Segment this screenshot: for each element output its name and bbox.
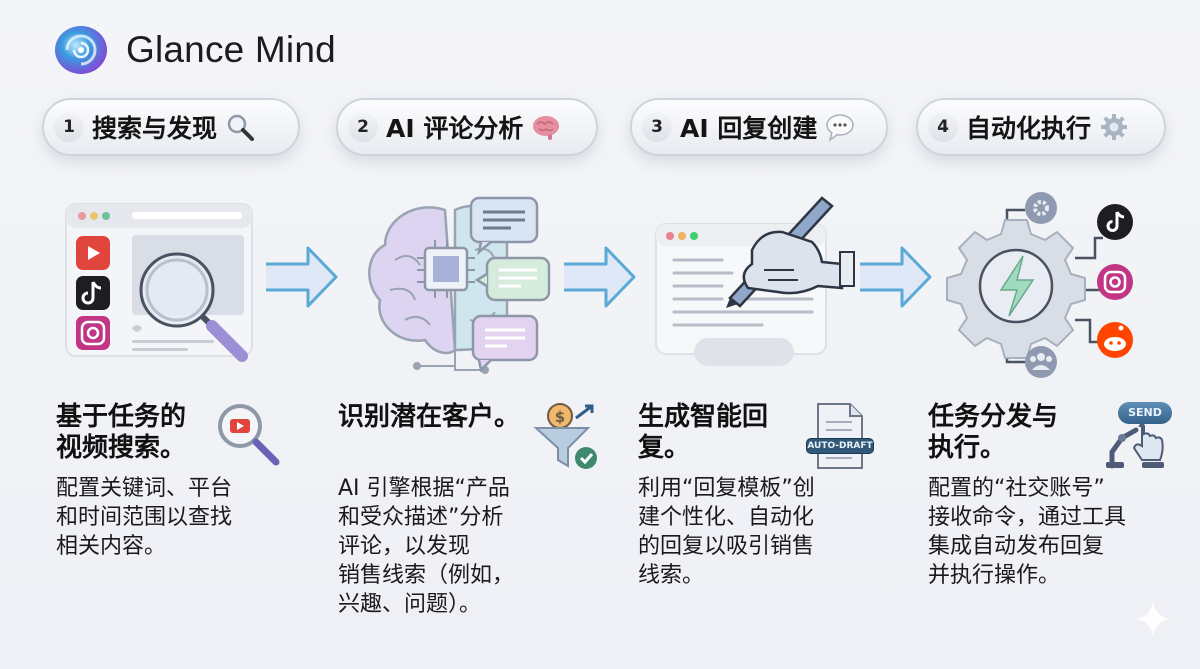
tiktok-icon bbox=[76, 276, 110, 310]
settings-node-icon bbox=[1025, 192, 1057, 224]
step-pill-3: 3 AI 回复创建 bbox=[630, 98, 888, 156]
step-label: AI 评论分析 bbox=[386, 114, 524, 143]
step-description-3: 生成智能回 复。 利用“回复模板”创 建个性化、自动化 的回复以吸引销售 线索。 bbox=[638, 402, 898, 590]
ai-brain-chip-illustration bbox=[368, 196, 551, 374]
step-number: 2 bbox=[348, 112, 378, 142]
lead-funnel-icon: $ bbox=[533, 403, 597, 469]
flow-arrow-1 bbox=[266, 246, 338, 308]
step-label: 自动化执行 bbox=[966, 114, 1092, 143]
step-number: 1 bbox=[54, 112, 84, 142]
step-description-4: 任务分发与 执行。 配置的“社交账号” 接收命令，通过工具 集成自动发布回复 并… bbox=[928, 402, 1188, 590]
auto-draft-document-icon: AUTO-DRAFT bbox=[806, 402, 874, 474]
step-label: AI 回复创建 bbox=[680, 114, 818, 143]
column-title: 基于任务的 视频搜索。 bbox=[56, 402, 187, 463]
video-search-icon bbox=[218, 404, 280, 466]
flow-arrow-2 bbox=[564, 246, 636, 308]
brand-name: Glance Mind bbox=[126, 29, 336, 70]
step-pill-1: 1 搜索与发现 bbox=[42, 98, 300, 156]
gear-automation-hub-illustration bbox=[946, 192, 1133, 378]
youtube-icon bbox=[76, 236, 110, 270]
column-description: 配置关键词、平台 和时间范围以查找 相关内容。 bbox=[56, 476, 233, 559]
column-description: 利用“回复模板”创 建个性化、自动化 的回复以吸引销售 线索。 bbox=[638, 476, 815, 588]
column-description: 配置的“社交账号” 接收命令，通过工具 集成自动发布回复 并执行操作。 bbox=[928, 476, 1127, 588]
send-button-graphic: SEND bbox=[1118, 402, 1172, 424]
instagram-icon bbox=[76, 316, 110, 350]
column-description: AI 引擎根据“产品 和受众描述”分析 评论，以发现 销售线索（例如， 兴趣、问… bbox=[338, 476, 515, 617]
browser-search-illustration bbox=[65, 203, 253, 362]
swirl-logo-icon bbox=[55, 26, 107, 74]
reddit-node-icon bbox=[1097, 322, 1133, 358]
column-title: 识别潜在客户。 bbox=[338, 402, 521, 432]
robot-arm-hand-icon bbox=[1106, 423, 1164, 469]
robot-hand-writing-illustration bbox=[655, 196, 855, 366]
step-label: 搜索与发现 bbox=[92, 114, 218, 143]
sparkle-icon bbox=[1135, 601, 1171, 637]
document-icon bbox=[817, 403, 863, 469]
instagram-node-icon bbox=[1097, 264, 1133, 300]
step-description-2: 识别潜在客户。 AI 引擎根据“产品 和受众描述”分析 评论，以发现 销售线索（… bbox=[338, 402, 598, 619]
gear-icon bbox=[1101, 114, 1128, 140]
step-pill-4: 4 自动化执行 bbox=[916, 98, 1166, 156]
step-description-1: 基于任务的 视频搜索。 配置关键词、平台 和时间范围以查找 相关内容。 bbox=[56, 402, 316, 561]
step-number: 3 bbox=[642, 112, 672, 142]
flow-arrow-3 bbox=[860, 246, 932, 308]
users-node-icon bbox=[1025, 346, 1057, 378]
speech-bubble-icon bbox=[826, 114, 855, 142]
svg-text:$: $ bbox=[555, 408, 565, 426]
column-title: 任务分发与 执行。 bbox=[928, 402, 1059, 463]
brand-header: Glance Mind bbox=[48, 22, 336, 78]
column-title: 生成智能回 复。 bbox=[638, 402, 769, 463]
brain-icon bbox=[533, 116, 560, 140]
magnifier-icon bbox=[227, 114, 255, 141]
tiktok-node-icon bbox=[1097, 204, 1133, 240]
robot-send-icon: SEND bbox=[1106, 402, 1172, 470]
step-pill-2: 2 AI 评论分析 bbox=[336, 98, 598, 156]
auto-draft-label: AUTO-DRAFT bbox=[806, 438, 874, 454]
step-number: 4 bbox=[928, 112, 958, 142]
